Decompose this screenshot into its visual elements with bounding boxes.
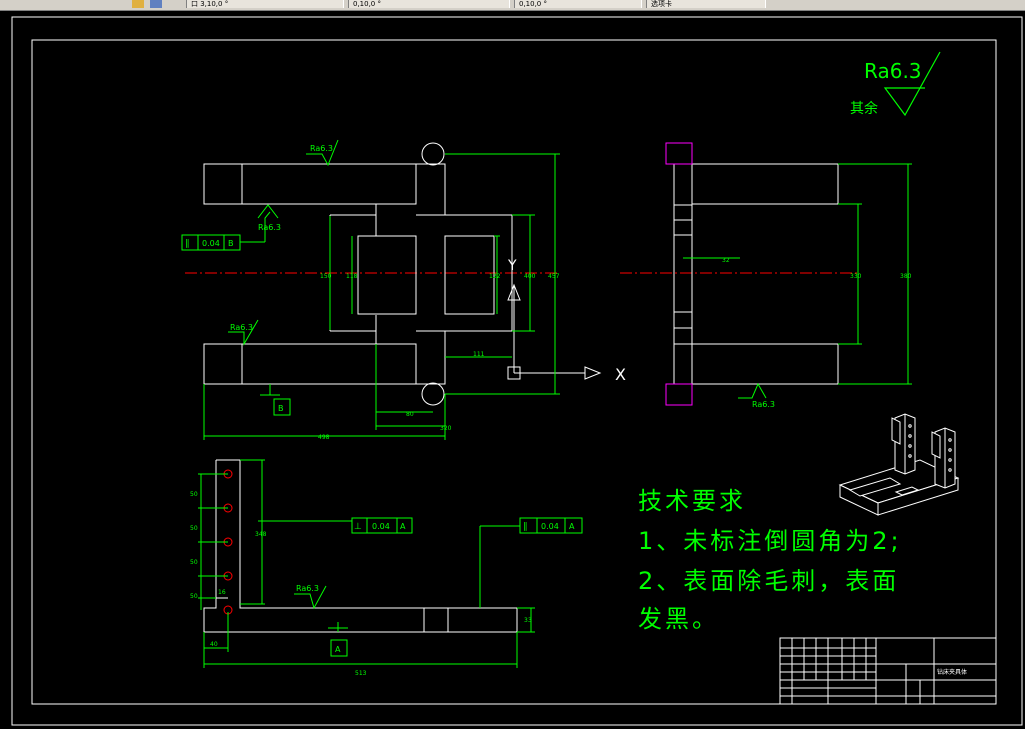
parallel-tolerance: 0.04 — [202, 239, 220, 248]
top-view-labels: Ra6.3 Ra6.3 Ra6.3 ∥ 0.04 B B 498 320 80 … — [185, 144, 626, 441]
dim-right-400: 400 — [524, 273, 536, 280]
parallel-symbol: ∥ — [185, 239, 190, 249]
top-view-dimensions — [181, 139, 560, 440]
front-view — [203, 459, 518, 633]
dim-right-457: 457 — [548, 273, 560, 280]
layout-tab-3[interactable]: 0,10,0 ° — [514, 0, 642, 8]
axis-y-label: Y — [507, 258, 517, 274]
dim-front-33: 33 — [524, 617, 532, 624]
dim-left-150: 150 — [320, 273, 332, 280]
toolbar: 口 3,10,0 ° 0,10,0 ° 0,10,0 ° 选项卡 — [0, 0, 1025, 11]
title-block: 钻床夹具体 — [779, 637, 997, 705]
dim-left-118: 118 — [346, 273, 358, 280]
datum-b: B — [278, 404, 284, 413]
dim-top-overall: 498 — [318, 434, 330, 441]
layout-tab-2[interactable]: 0,10,0 ° — [348, 0, 510, 8]
tech-req-title: 技术要求 — [638, 487, 746, 515]
dim-top-111: 111 — [473, 351, 485, 358]
tech-req-line-3: 发黑。 — [638, 605, 719, 633]
dim-front-16: 16 — [218, 589, 226, 596]
ra-label-bottom: Ra6.3 — [230, 323, 253, 332]
title-block-name: 钻床夹具体 — [937, 668, 967, 676]
tech-req-line-1: 1、未标注倒圆角为2; — [638, 527, 902, 555]
dim-side-330: 330 — [850, 273, 862, 280]
front-view-labels: 50 50 50 50 16 348 40 513 33 ⊥ 0.04 A ∥ … — [190, 491, 575, 677]
perp-tolerance: 0.04 — [372, 522, 390, 531]
layout-tab-1[interactable]: 口 3,10,0 ° — [186, 0, 344, 8]
dim-front-len: 513 — [355, 670, 367, 677]
dim-side-32: 32 — [722, 257, 730, 264]
cube-icon[interactable] — [150, 0, 162, 8]
ra-label-side: Ra6.3 — [752, 400, 775, 409]
drawing-border — [31, 39, 997, 705]
axis-x-label: X — [615, 365, 626, 384]
front-view-dimensions — [198, 459, 583, 668]
side-view-dimensions — [683, 163, 912, 399]
side-view — [620, 142, 860, 406]
roughness-value: Ra6.3 — [864, 59, 922, 83]
perpendicular-symbol: ⊥ — [354, 522, 362, 532]
dim-right-122: 122 — [489, 273, 501, 280]
ra-label-mid: Ra6.3 — [258, 223, 281, 232]
layout-tab-4[interactable]: 选项卡 — [646, 0, 766, 8]
general-roughness-symbol: Ra6.3 其余 — [850, 51, 941, 117]
folder-icon[interactable] — [132, 0, 144, 8]
tech-req-line-2: 2、表面除毛刺，表面 — [638, 567, 900, 595]
dim-front-40: 40 — [210, 641, 218, 648]
ra-label-front: Ra6.3 — [296, 584, 319, 593]
isometric-view — [838, 413, 960, 516]
datum-a: A — [335, 645, 341, 654]
dim-top-mid: 320 — [440, 425, 452, 432]
dim-front-4: 50 — [190, 593, 198, 600]
dim-front-1: 50 — [190, 491, 198, 498]
dim-front-3: 50 — [190, 559, 198, 566]
top-view — [185, 142, 602, 406]
dim-top-small: 80 — [406, 411, 414, 418]
dim-front-h: 348 — [255, 531, 267, 538]
datum-ref-a-2: A — [569, 522, 575, 531]
ra-label-top: Ra6.3 — [310, 144, 333, 153]
parallel-tolerance-2: 0.04 — [541, 522, 559, 531]
datum-ref-b: B — [228, 239, 234, 248]
parallel-symbol-2: ∥ — [523, 522, 528, 532]
side-view-labels: 32 330 380 Ra6.3 — [722, 257, 912, 409]
dim-side-380: 380 — [900, 273, 912, 280]
dim-front-2: 50 — [190, 525, 198, 532]
datum-ref-a-1: A — [400, 522, 406, 531]
drawing-canvas[interactable]: Ra6.3 其余 — [0, 10, 1025, 729]
roughness-rest-label: 其余 — [850, 100, 878, 117]
outer-frame — [11, 16, 1023, 726]
